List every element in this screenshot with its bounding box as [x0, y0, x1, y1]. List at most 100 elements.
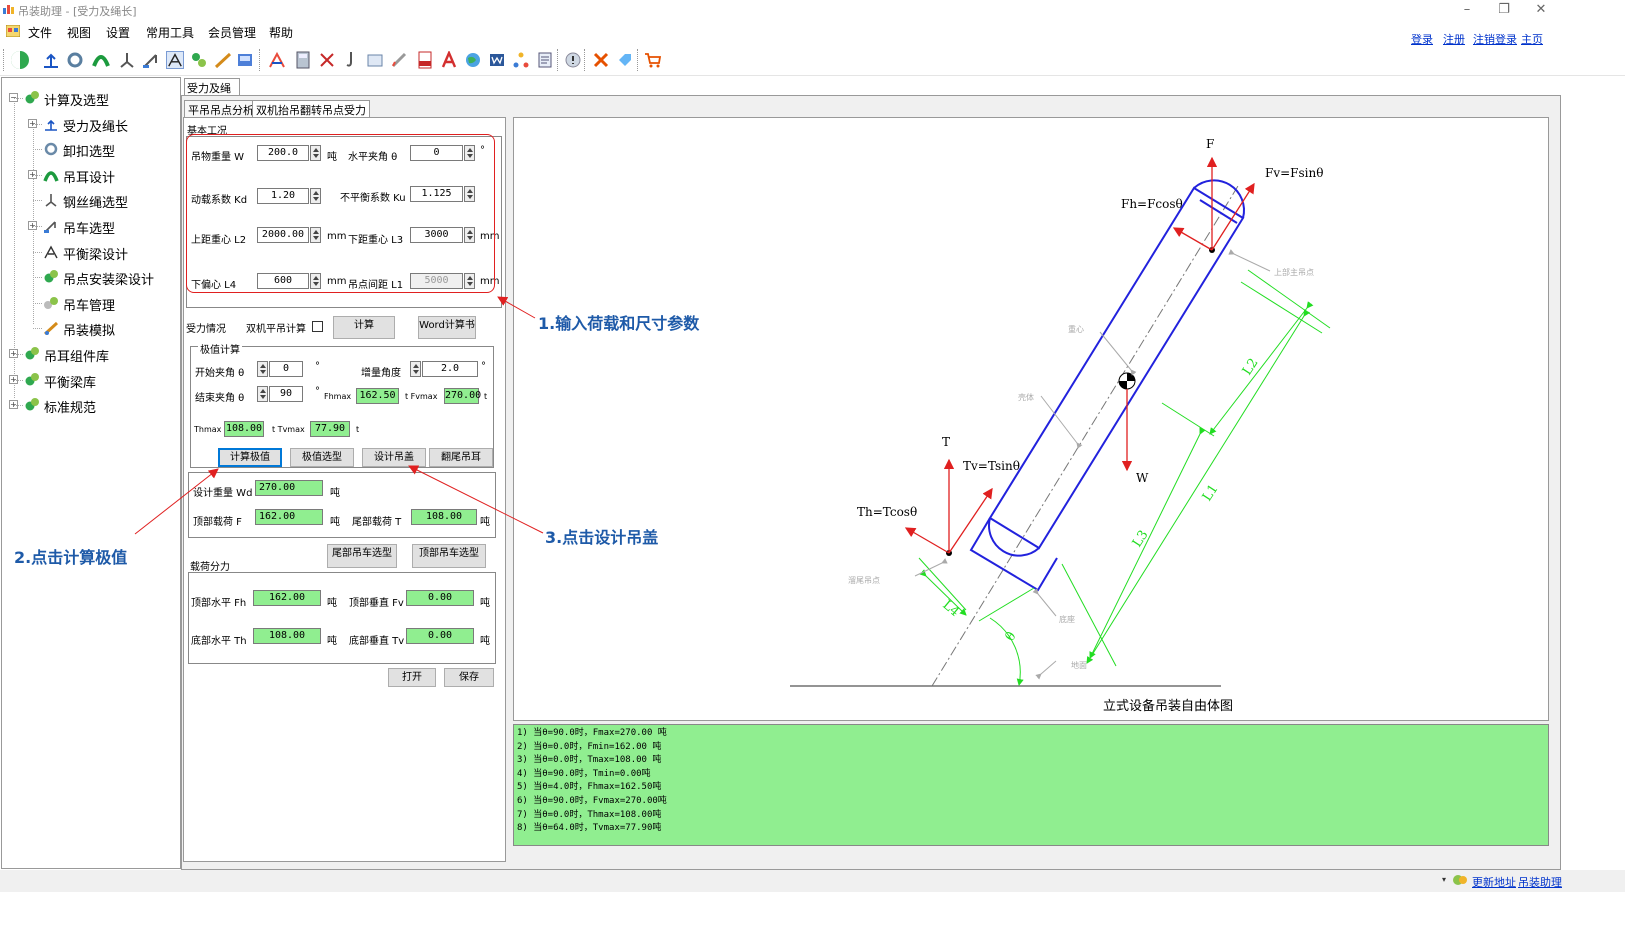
logout-link[interactable]: 注销登录: [1473, 33, 1517, 46]
word-tool-icon[interactable]: [488, 51, 506, 69]
tree-expander-0[interactable]: −: [9, 93, 18, 102]
cart-tool-icon[interactable]: [644, 51, 662, 69]
angle-input[interactable]: 0: [410, 145, 463, 161]
pen-tool-icon[interactable]: [390, 51, 408, 69]
word-report-button[interactable]: Word计算书: [418, 316, 476, 339]
hook-tool-icon[interactable]: [342, 51, 360, 69]
l2-spinner[interactable]: [310, 227, 321, 243]
menu-settings[interactable]: 设置: [106, 26, 131, 40]
lug-tool-icon[interactable]: [92, 51, 110, 69]
maximize-button[interactable]: ❐: [1498, 2, 1510, 17]
scissors-tool-icon[interactable]: [318, 51, 336, 69]
install-beam-tool-icon[interactable]: [190, 51, 208, 69]
increment-angle-spinner[interactable]: [410, 361, 421, 377]
globe-tool-icon[interactable]: [464, 51, 482, 69]
drawing-tool-icon[interactable]: [366, 51, 384, 69]
text-tool-icon[interactable]: [440, 51, 458, 69]
minimize-button[interactable]: –: [1463, 2, 1471, 17]
tree-expander-5[interactable]: +: [28, 221, 37, 230]
subtab-flat-lift[interactable]: 平吊吊点分析: [184, 100, 258, 117]
l3-spinner[interactable]: [464, 227, 475, 243]
weight-input[interactable]: 200.0: [257, 145, 309, 161]
kd-input[interactable]: 1.20: [257, 188, 309, 204]
shackle-tool-icon[interactable]: [66, 51, 84, 69]
open-button[interactable]: 打开: [388, 668, 436, 687]
mdi-window-icon[interactable]: [6, 25, 20, 37]
tree-item-3[interactable]: +吊耳设计: [2, 165, 180, 186]
angle-tool-icon[interactable]: [268, 51, 286, 69]
menu-view[interactable]: 视图: [67, 26, 92, 40]
l4-spinner[interactable]: [310, 273, 321, 289]
menu-help[interactable]: 帮助: [269, 26, 294, 40]
tag-tool-icon[interactable]: [616, 51, 634, 69]
beam-tool-icon[interactable]: [166, 51, 184, 69]
end-angle-spinner[interactable]: [257, 386, 268, 402]
close-button[interactable]: ✕: [1535, 2, 1547, 17]
calculator-tool-icon[interactable]: [294, 51, 312, 69]
tree-item-0[interactable]: −计算及选型: [2, 88, 180, 109]
l3-input[interactable]: 3000: [410, 227, 463, 243]
extreme-select-button[interactable]: 极值选型: [290, 448, 354, 467]
design-weight-label: 设计重量 Wd: [193, 488, 253, 499]
tree-item-12[interactable]: +标准规范: [2, 395, 180, 416]
tree-item-1[interactable]: +受力及绳长: [2, 114, 180, 135]
home-link[interactable]: 主页: [1521, 33, 1543, 46]
result-log[interactable]: 1) 当θ=90.0时，Fmax=270.00 吨 2) 当θ=0.0时，Fmi…: [513, 724, 1549, 846]
kd-spinner[interactable]: [310, 188, 321, 204]
menu-file[interactable]: 文件: [28, 26, 53, 40]
ku-input[interactable]: 1.125: [410, 186, 463, 202]
menu-tools[interactable]: 常用工具: [146, 26, 195, 40]
rope-tool-icon[interactable]: [118, 51, 136, 69]
tools-tool-icon[interactable]: [592, 51, 610, 69]
tree-expander-12[interactable]: +: [9, 400, 18, 410]
design-lid-button[interactable]: 设计吊盖: [362, 448, 426, 467]
toggle-panel-icon[interactable]: [10, 50, 30, 70]
split-group-title: 载荷分力: [190, 562, 230, 573]
ku-spinner[interactable]: [464, 186, 475, 202]
app-link[interactable]: 吊装助理: [1518, 876, 1562, 889]
start-angle-spinner[interactable]: [257, 361, 268, 377]
tree-item-8[interactable]: 吊车管理: [2, 293, 180, 314]
start-angle-input[interactable]: 0: [269, 361, 303, 377]
tail-crane-select-button[interactable]: 尾部吊车选型: [327, 544, 397, 568]
dual-lift-checkbox[interactable]: [312, 321, 323, 332]
tree-item-7[interactable]: 吊点安装梁设计: [2, 267, 180, 288]
login-link[interactable]: 登录: [1411, 33, 1433, 46]
subtab-dual-turn[interactable]: 双机抬吊翻转吊点受力: [252, 100, 370, 117]
top-crane-select-button[interactable]: 顶部吊车选型: [412, 544, 486, 568]
tree-item-10[interactable]: +吊耳组件库: [2, 344, 180, 365]
force-tool-icon[interactable]: [42, 51, 60, 69]
pdf-tool-icon[interactable]: [416, 51, 434, 69]
calc-extreme-button[interactable]: 计算极值: [218, 448, 282, 467]
notes-tool-icon[interactable]: [536, 51, 554, 69]
calculate-button[interactable]: 计算: [333, 316, 395, 339]
l4-input[interactable]: 600: [257, 273, 309, 289]
tree-item-2[interactable]: 卸扣选型: [2, 139, 180, 160]
l2-input[interactable]: 2000.00: [257, 227, 309, 243]
network-tool-icon[interactable]: [512, 51, 530, 69]
crane-manage-tool-icon[interactable]: [214, 51, 232, 69]
dropdown-arrow-icon[interactable]: ▾: [1442, 875, 1447, 884]
info-tool-icon[interactable]: [564, 51, 582, 69]
tree-item-11[interactable]: +平衡梁库: [2, 370, 180, 391]
menu-member[interactable]: 会员管理: [208, 26, 257, 40]
tree-expander-11[interactable]: +: [9, 374, 18, 384]
tree-expander-3[interactable]: +: [28, 169, 37, 179]
tree-item-4[interactable]: 钢丝绳选型: [2, 190, 180, 211]
register-link[interactable]: 注册: [1443, 33, 1465, 46]
angle-spinner[interactable]: [464, 145, 475, 161]
tree-expander-1[interactable]: +: [28, 118, 37, 128]
increment-angle-input[interactable]: 2.0: [422, 361, 478, 377]
update-link[interactable]: 更新地址: [1472, 876, 1516, 889]
end-angle-input[interactable]: 90: [269, 386, 303, 402]
crane-tool-icon[interactable]: [142, 51, 160, 69]
tree-item-5[interactable]: +吊车选型: [2, 216, 180, 237]
tab-force-and-rope[interactable]: 受力及绳长: [184, 78, 240, 111]
tree-item-6[interactable]: 平衡梁设计: [2, 242, 180, 263]
weight-spinner[interactable]: [310, 145, 321, 161]
tail-lug-button[interactable]: 翻尾吊耳: [429, 448, 493, 467]
save-button[interactable]: 保存: [444, 668, 494, 687]
simulate-tool-icon[interactable]: [236, 51, 254, 69]
tree-expander-10[interactable]: +: [9, 349, 18, 358]
tree-item-9[interactable]: 吊装模拟: [2, 318, 180, 339]
